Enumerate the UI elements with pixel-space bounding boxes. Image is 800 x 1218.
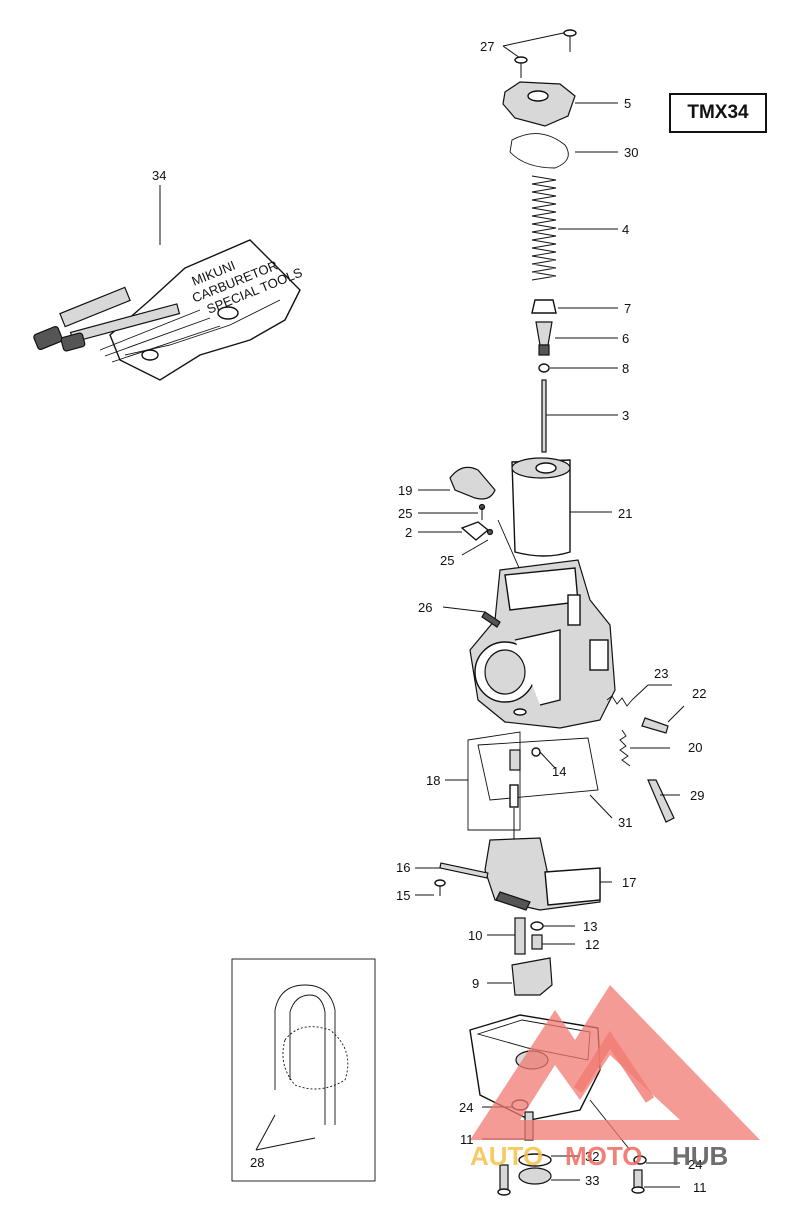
callout-9: 9 [472,976,479,991]
callout-6: 6 [622,331,629,346]
watermark-hub: HUB [672,1141,728,1171]
callout-28: 28 [250,1155,264,1170]
callout-labels: 27 5 30 4 7 6 8 3 34 19 25 2 25 21 26 23… [152,39,707,1195]
callout-17: 17 [622,875,636,890]
watermark-moto: MOTO [565,1141,643,1171]
callout-27: 27 [480,39,494,54]
callout-23: 23 [654,666,668,681]
callout-5: 5 [624,96,631,111]
callout-14: 14 [552,764,566,779]
callout-31: 31 [618,815,632,830]
callout-16: 16 [396,860,410,875]
callout-2: 2 [405,525,412,540]
callout-18: 18 [426,773,440,788]
callout-25a: 25 [398,506,412,521]
model-code: TMX34 [687,102,749,123]
watermark-auto: AUTO [470,1141,543,1171]
callout-3: 3 [622,408,629,423]
callout-33: 33 [585,1173,599,1188]
callout-7: 7 [624,301,631,316]
watermark-text: AUTO MOTO HUB [470,1141,728,1171]
watermark-triangle [470,985,760,1140]
callout-30: 30 [624,145,638,160]
top-cap-assembly [502,29,618,169]
callout-15: 15 [396,888,410,903]
tube-routing-inset [231,958,376,1182]
callout-25b: 25 [440,553,454,568]
callout-24b: 24 [688,1157,702,1172]
callout-32: 32 [585,1149,599,1164]
needle-assembly [531,299,618,453]
callout-22: 22 [692,686,706,701]
callout-11b: 11 [693,1180,707,1195]
callout-34: 34 [152,168,166,183]
callout-8: 8 [622,361,629,376]
gasket-group [445,731,613,840]
callout-24a: 24 [459,1100,473,1115]
carburetor-body [442,559,685,823]
callout-26: 26 [418,600,432,615]
callout-12: 12 [585,937,599,952]
tool-kit: MIKUNI CARBURETOR SPECIAL TOOLS [33,185,305,381]
callout-19: 19 [398,483,412,498]
callout-10: 10 [468,928,482,943]
model-code-box: TMX34 [669,93,767,133]
automotohub-watermark [470,985,760,1140]
callout-29: 29 [690,788,704,803]
float-assembly [415,837,612,996]
callout-4: 4 [622,222,629,237]
callout-21: 21 [618,506,632,521]
callout-13: 13 [583,919,597,934]
throttle-spring [531,175,618,281]
callout-20: 20 [688,740,702,755]
callout-11a: 11 [460,1132,474,1147]
throttle-valve [418,457,612,581]
